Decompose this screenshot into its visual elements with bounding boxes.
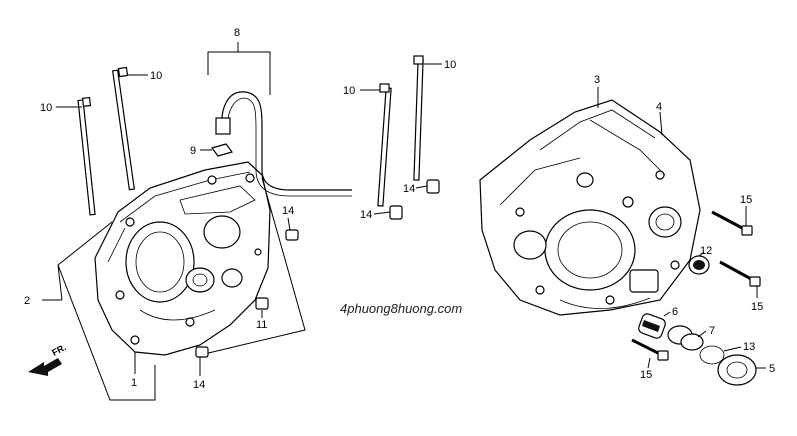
callout-5: 5 [769,363,775,375]
callout-2: 2 [24,295,30,307]
breather-tube [207,42,352,197]
callout-14: 14 [193,379,205,391]
callout-15: 15 [640,369,652,381]
callout-8: 8 [234,27,240,39]
callout-15: 15 [751,301,763,313]
callout-12: 12 [700,245,712,257]
callout-numbers: 10 10 8 9 14 2 11 14 1 10 10 14 14 3 4 1… [24,27,775,391]
front-direction-arrow: FR. [28,342,68,376]
callout-3: 3 [594,74,600,86]
callout-1: 1 [131,377,137,389]
callout-10: 10 [343,85,355,97]
drain-parts [631,210,761,386]
callout-leaders [56,63,766,376]
callout-14: 14 [360,209,372,221]
callout-10: 10 [444,59,456,71]
callout-11: 11 [256,319,267,331]
callout-14: 14 [282,205,294,217]
callout-10: 10 [150,70,162,82]
callout-13: 13 [743,341,755,353]
callout-15: 15 [740,194,752,206]
callout-9: 9 [190,145,196,157]
dowel-pins-left [195,229,299,358]
callout-4: 4 [656,101,662,113]
callout-10: 10 [40,102,52,114]
callout-14: 14 [403,183,415,195]
right-crankcase-half [479,99,701,316]
stud-bolts-left [77,66,135,216]
callout-6: 6 [672,306,678,318]
watermark: 4phuong8huong.com [340,301,462,316]
front-direction-label: FR. [50,342,67,358]
part-2-group-bracket [42,177,306,401]
left-crankcase-half [94,161,271,356]
callout-7: 7 [709,325,715,337]
stud-bolts-middle [377,55,440,220]
